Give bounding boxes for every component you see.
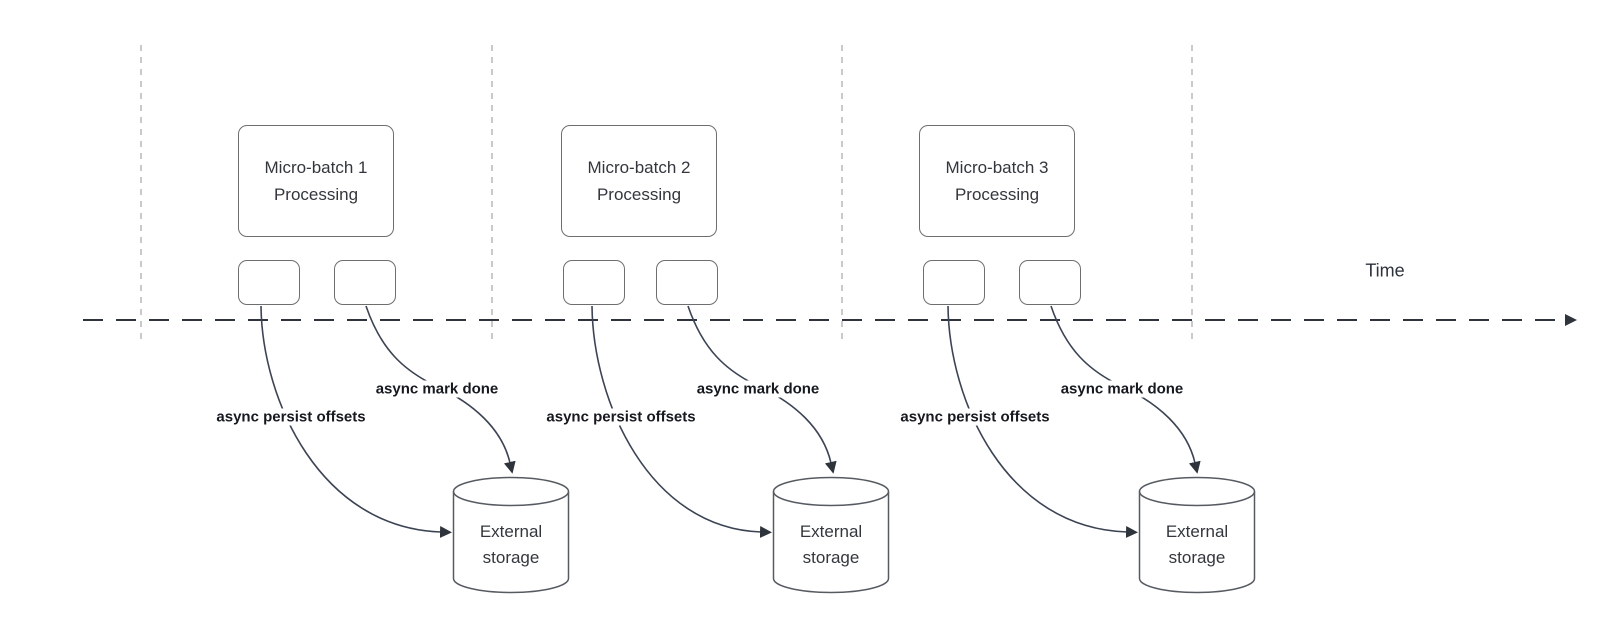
micro-batch-3-processing-box: Micro-batch 3 Processing [919,125,1075,237]
micro-batch-2-title-line2: Processing [596,185,682,204]
persist-offsets-label-3: async persist offsets [897,408,1053,426]
cylinder-shape-icon [452,476,570,594]
storage-label-1-line2: storage [482,548,540,567]
cylinder-shape-icon [772,476,890,594]
arrow-persist-offsets-3 [947,305,1138,538]
micro-batch-2-title-line1: Micro-batch 2 [587,158,691,177]
persist-offsets-label-2: async persist offsets [543,408,699,426]
batch-1-persist-task-box [238,260,300,305]
micro-batch-1-processing-box: Micro-batch 1 Processing [238,125,394,237]
cylinder-shape-icon [1138,476,1256,594]
time-axis-label: Time [1365,260,1405,281]
persist-offsets-label-1: async persist offsets [213,408,369,426]
micro-batch-3-title-line1: Micro-batch 3 [945,158,1049,177]
mark-done-label-1: async mark done [372,380,502,398]
batch-1-done-task-box [334,260,396,305]
arrow-persist-offsets-2 [591,305,772,538]
micro-batch-2-processing-box: Micro-batch 2 Processing [561,125,717,237]
storage-label-1-line1: External [479,522,543,541]
batch-2-persist-task-box [563,260,625,305]
micro-batch-3-title-line2: Processing [954,185,1040,204]
arrow-persist-offsets-1 [260,305,452,538]
mark-done-label-3: async mark done [1057,380,1187,398]
external-storage-cylinder-1: External storage [452,476,570,594]
external-storage-cylinder-3: External storage [1138,476,1256,594]
storage-label-2-line1: External [799,522,863,541]
mark-done-label-2: async mark done [693,380,823,398]
external-storage-cylinder-2: External storage [772,476,890,594]
batch-3-persist-task-box [923,260,985,305]
micro-batch-1-title-line2: Processing [273,185,359,204]
storage-label-3-line2: storage [1168,548,1226,567]
micro-batch-1-title-line1: Micro-batch 1 [264,158,368,177]
batch-3-done-task-box [1019,260,1081,305]
storage-label-2-line2: storage [802,548,860,567]
storage-label-3-line1: External [1165,522,1229,541]
batch-2-done-task-box [656,260,718,305]
